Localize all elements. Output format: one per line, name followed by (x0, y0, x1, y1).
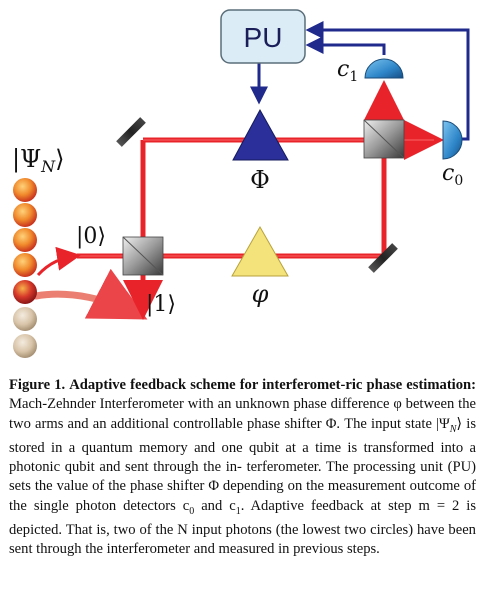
detector-c0-label: c0 (442, 161, 463, 189)
caption-line-3: additional controllable phase shifter Φ.… (110, 415, 450, 432)
processing-unit: PU (220, 9, 306, 64)
current-qubit-arrow (32, 268, 148, 320)
caption-bold-title: Adaptive feedback scheme for interferome… (69, 377, 477, 393)
input-state-label: |ΨN⟩ (12, 145, 65, 176)
mirror-bottom-right (368, 243, 398, 273)
phase-shifter-label: Φ (250, 166, 270, 194)
input-arrow-ket0 (36, 246, 81, 277)
caption-figure-label: Figure 1. (9, 377, 66, 393)
figure-caption: Figure 1. Adaptive feedback scheme for i… (9, 377, 477, 558)
caption-line-4: is stored in a quantum memory and one qu… (9, 415, 476, 456)
qubit-1 (13, 178, 37, 202)
caption-line-6: terferometer. The processing unit (PU) s… (9, 459, 476, 495)
feedback-line-c0 (305, 21, 470, 141)
caption-line-8a: single photon detectors c (33, 497, 190, 514)
caption-line-7: phase shifter Φ depending on the measure… (9, 478, 476, 514)
detector-c1-label: c1 (337, 57, 358, 85)
caption-line-2: an unknown phase difference φ between th… (9, 396, 476, 432)
mirror-top-left (116, 117, 146, 147)
qubit-spent-2 (13, 334, 37, 358)
ket1-label: |1⟩ (146, 292, 176, 317)
caption-line-8c: . Adaptive feedback at step (240, 497, 412, 514)
unknown-phase-element (231, 225, 289, 277)
qubit-memory-column (13, 178, 37, 358)
beam-splitter-output (363, 119, 405, 159)
caption-line-5: transformed into a photonic qubit and se… (9, 439, 477, 476)
feedback-line-c1 (305, 36, 386, 55)
qubit-current (13, 280, 37, 304)
interferometer-diagram: PU Φ φ c1 c0 |0⟩ |1⟩ (12, 9, 470, 358)
processing-unit-label: PU (244, 22, 283, 53)
caption-line-9: m = 2 is depicted. That is, two of the N… (9, 497, 477, 538)
qubit-2 (13, 203, 37, 227)
detector-c0 (442, 120, 463, 160)
beam-splitter-input (122, 236, 164, 276)
feedback-wiring (250, 21, 470, 141)
caption-line-10: lowest two circles) have been sent throu… (9, 521, 476, 558)
ket0-label: |0⟩ (76, 224, 106, 249)
qubit-3 (13, 228, 37, 252)
controllable-phase-shifter (232, 108, 289, 161)
qubit-spent-1 (13, 307, 37, 331)
caption-line-11: and measured in previous steps. (193, 541, 380, 558)
caption-line-8b: and c (201, 497, 236, 514)
detector-c1 (364, 58, 404, 79)
caption-line-1: Mach-Zehnder Interferometer with (9, 396, 214, 413)
unknown-phase-label: φ (252, 280, 269, 308)
qubit-4 (13, 253, 37, 277)
